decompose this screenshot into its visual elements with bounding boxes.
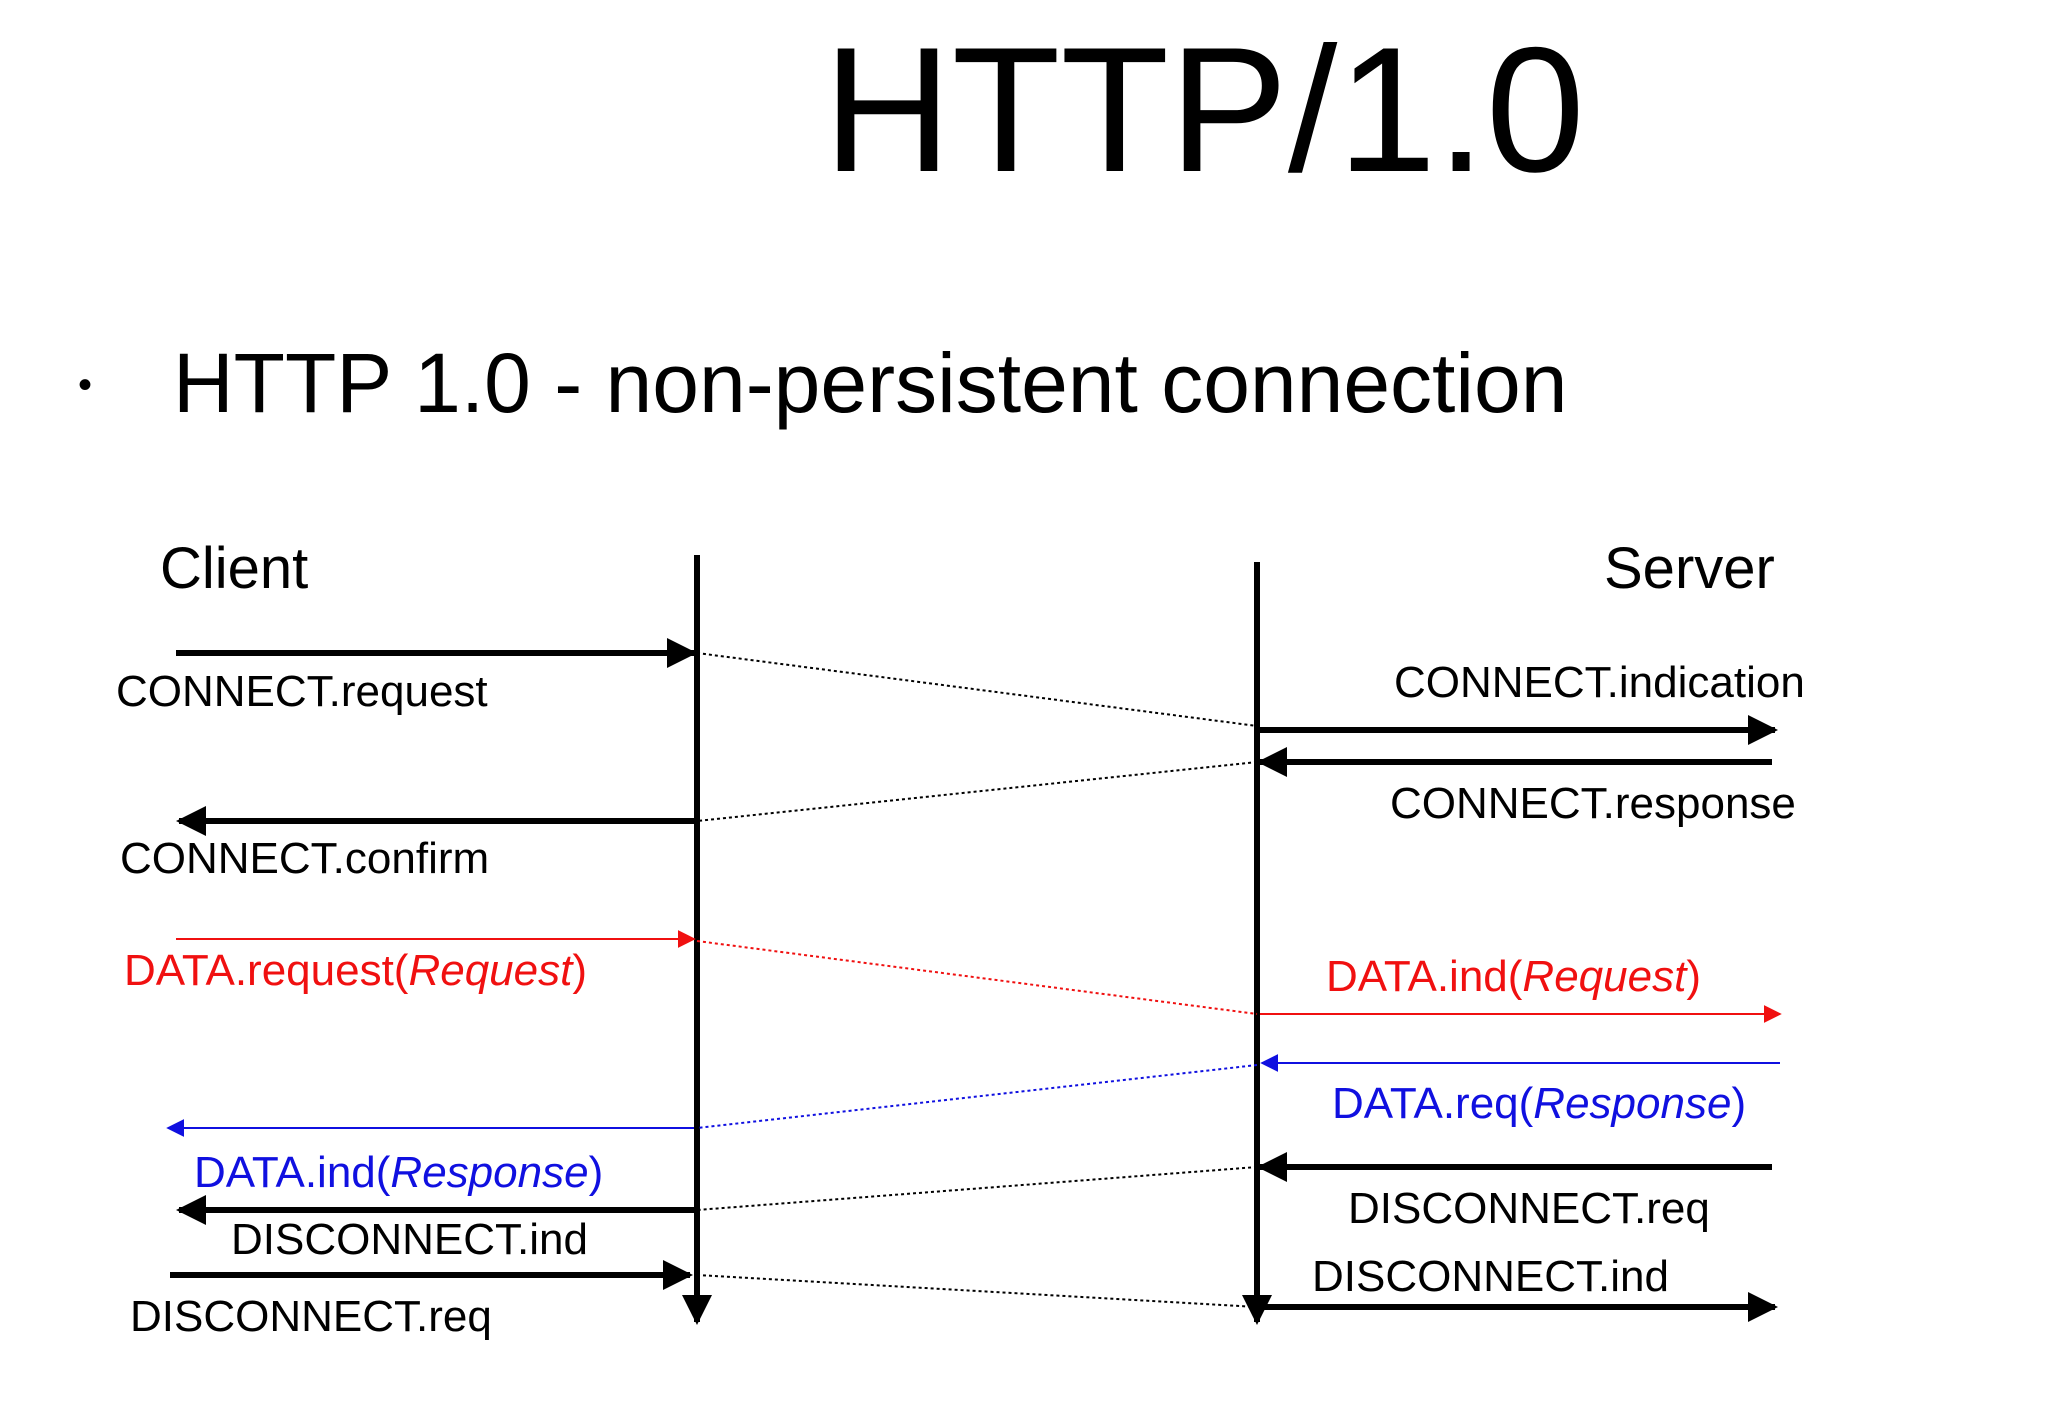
data-ind-response-label: DATA.ind(Response) [194, 1148, 604, 1197]
client-disconnect-ind-label: DISCONNECT.ind [231, 1215, 588, 1264]
server-data-ind-request-label: DATA.ind(Request) [1326, 952, 1701, 1001]
connect-confirm-label: CONNECT.confirm [120, 834, 490, 883]
server-disconnect-req-label: DISCONNECT.req [1348, 1184, 1710, 1233]
connect-indication-label: CONNECT.indication [1394, 658, 1805, 707]
connect-response-transit-line [696, 761, 1258, 822]
bullet-marker: • [78, 363, 93, 407]
connect-response-label: CONNECT.response [1390, 779, 1796, 828]
page-title: HTTP/1.0 [823, 10, 1585, 209]
data-request-label: DATA.request(Request) [124, 946, 587, 995]
connect-transit-line [696, 652, 1258, 727]
client-disconnect-req-label: DISCONNECT.req [130, 1292, 492, 1341]
data-request-transit-line [696, 940, 1258, 1015]
disconnect-transit-line-1 [696, 1166, 1258, 1211]
server-label: Server [1604, 536, 1775, 601]
connect-request-label: CONNECT.request [116, 667, 488, 716]
client-label: Client [160, 536, 309, 601]
server-data-req-response-label: DATA.req(Response) [1332, 1079, 1747, 1128]
bullet-text: HTTP 1.0 - non-persistent connection [173, 336, 1568, 430]
server-disconnect-ind-label: DISCONNECT.ind [1312, 1252, 1669, 1301]
disconnect-transit-line-2 [696, 1274, 1258, 1308]
data-response-transit-line [696, 1064, 1258, 1129]
